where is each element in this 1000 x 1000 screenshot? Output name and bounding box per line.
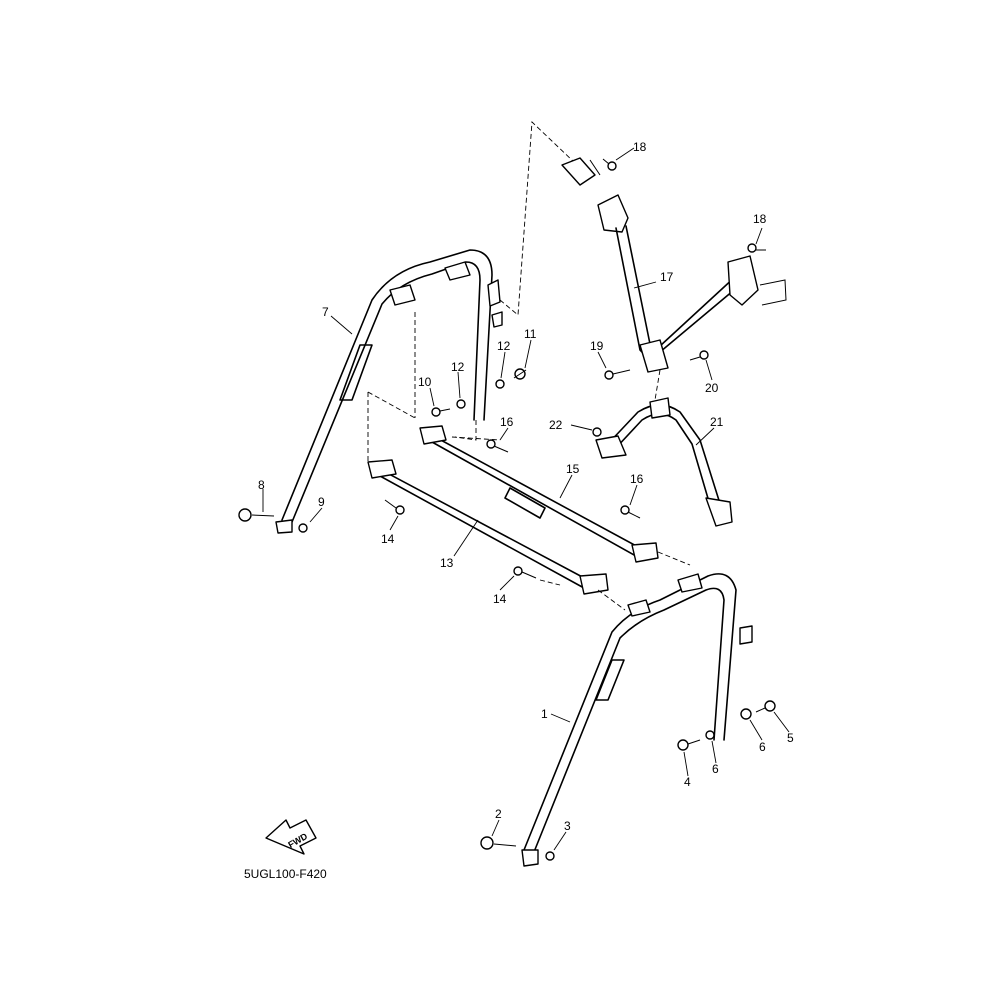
callout-15: 15 (566, 462, 580, 476)
callout-11: 11 (524, 327, 537, 341)
callout-13: 13 (440, 556, 454, 570)
callout-18: 18 (633, 140, 647, 154)
callout-20: 20 (705, 381, 719, 395)
callout-8: 8 (258, 478, 265, 492)
callout-4: 4 (684, 775, 691, 789)
callout-12: 12 (451, 360, 465, 374)
callout-10: 10 (418, 375, 432, 389)
callout-22: 22 (549, 418, 563, 432)
callout-6: 6 (712, 762, 719, 776)
fasteners (238, 158, 776, 861)
callout-1: 1 (541, 707, 548, 721)
front-roll-bar-part-1 (521, 573, 753, 867)
upper-bar-part-17 (561, 157, 787, 373)
callout-14: 14 (381, 532, 395, 546)
callout-16: 16 (500, 415, 514, 429)
guide-line (597, 589, 626, 611)
callout-18: 18 (753, 212, 767, 226)
guide-line (654, 369, 661, 401)
guide-line (657, 551, 691, 566)
crossbar-part-13 (367, 459, 609, 595)
callout-7: 7 (322, 305, 329, 319)
callout-3: 3 (564, 819, 571, 833)
guide-line (499, 121, 576, 316)
callout-2: 2 (495, 807, 502, 821)
callout-5: 5 (787, 731, 794, 745)
callout-19: 19 (590, 339, 604, 353)
fwd-arrow-icon: FWD (265, 819, 317, 855)
guide-line (539, 579, 561, 586)
callout-numbers: 1 2 3 4 5 6 6 7 8 9 10 11 12 12 13 14 14… (258, 140, 794, 833)
callout-17: 17 (660, 270, 674, 284)
leader-lines (262, 147, 790, 851)
diagram-code: 5UGL100-F420 (244, 867, 327, 881)
callout-6: 6 (759, 740, 766, 754)
callout-12: 12 (497, 339, 511, 353)
callout-21: 21 (710, 415, 724, 429)
crossbar-part-15 (419, 425, 659, 563)
support-part-21 (595, 397, 733, 527)
callout-9: 9 (318, 495, 325, 509)
callout-14: 14 (493, 592, 507, 606)
callout-16: 16 (630, 472, 644, 486)
rear-roll-bar-part-7 (275, 249, 503, 534)
guide-line (367, 391, 416, 419)
guide-line (454, 420, 477, 441)
